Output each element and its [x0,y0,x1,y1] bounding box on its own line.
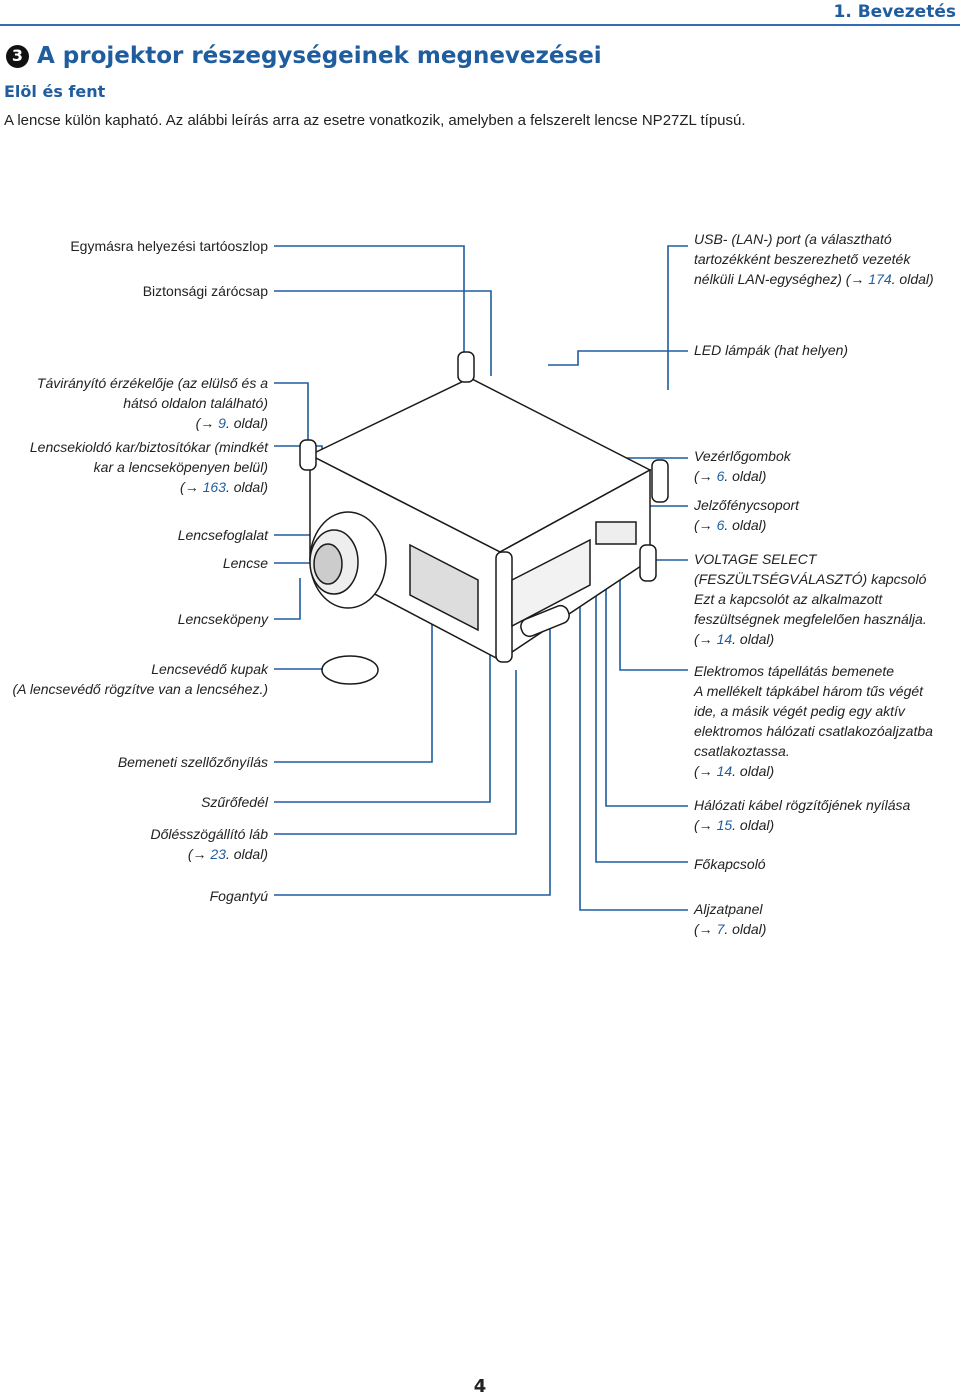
label-terminal-panel: Aljzatpanel (→ 7. oldal) [694,901,767,937]
arrow-glyph: → [698,921,713,937]
label-intake-vent: Bemeneti szellőzőnyílás [117,754,268,770]
page-link[interactable]: 7 [716,921,725,937]
label-controls: Vezérlőgombok (→ 6. oldal) [694,448,791,484]
page-link[interactable]: 15 [716,817,733,833]
page-number: 4 [473,1376,487,1397]
label-indicators: Jelzőfénycsoport (→ 6. oldal) [694,497,800,533]
page-link[interactable]: 23 [210,846,226,862]
page-link[interactable]: 14 [716,631,733,647]
label-usb-port: USB- (LAN-) port (a választható tartozék… [694,231,934,287]
label-main-switch: Főkapcsoló [694,856,766,872]
page-link[interactable]: 6 [716,517,725,533]
arrow-glyph: → [698,631,713,647]
label-handle: Fogantyú [209,888,268,904]
label-lens-shroud: Lencseköpeny [177,611,268,627]
label-ac-input: Elektromos tápellátás bemenete A melléke… [694,663,933,779]
label-security-lock: Biztonsági zárócsap [142,283,268,299]
label-led-lamps: LED lámpák (hat helyen) [694,342,849,358]
section-number-badge: 3 [6,44,29,68]
label-cable-hole: Hálózati kábel rögzítőjének nyílása (→ 1… [694,797,911,833]
arrow-glyph: → [850,271,865,287]
leader-lines [274,245,688,911]
chapter-rule [0,24,960,26]
arrow-glyph: → [698,517,713,533]
arrow-glyph: → [698,763,713,779]
section-heading: 3 A projektor részegységeinek megnevezés… [6,43,602,69]
arrow-glyph: → [698,817,713,833]
page-link[interactable]: 6 [716,468,725,484]
projector-body [299,351,669,685]
page-link[interactable]: 174 [868,271,892,287]
arrow-glyph: → [184,479,199,495]
label-stacking-post: Egymásra helyezési tartóoszlop [70,238,268,254]
label-lens-release: Lencsekioldó kar/biztosítókar (mindkét k… [29,439,268,495]
subsection-title: Elöl és fent [4,82,106,101]
arrow-glyph: → [192,846,207,862]
section-title: A projektor részegységeinek megnevezései [37,43,602,69]
label-lens-cap: Lencsevédő kupak (A lencsevédő rögzítve … [12,661,268,697]
label-remote-sensor: Távirányító érzékelője (az elülső és a h… [36,375,268,431]
label-tilt-foot: Dőlésszögállító láb (→ 23. oldal) [150,826,268,862]
intro-text: A lencse külön kapható. Az alábbi leírás… [4,112,746,129]
page-link[interactable]: 14 [716,763,733,779]
arrow-glyph: → [200,415,215,431]
page-link[interactable]: 9 [218,415,226,431]
chapter-title: 1. Bevezetés [825,2,956,22]
label-lens: Lencse [222,555,268,571]
chapter-header: 1. Bevezetés [0,0,960,26]
arrow-glyph: → [698,468,713,484]
label-voltage-select: VOLTAGE SELECT (FESZÜLTSÉGVÁLASZTÓ) kapc… [694,551,927,647]
page-link[interactable]: 163 [202,479,226,495]
label-lens-mount: Lencsefoglalat [177,527,268,543]
label-filter-cover: Szűrőfedél [201,794,268,810]
